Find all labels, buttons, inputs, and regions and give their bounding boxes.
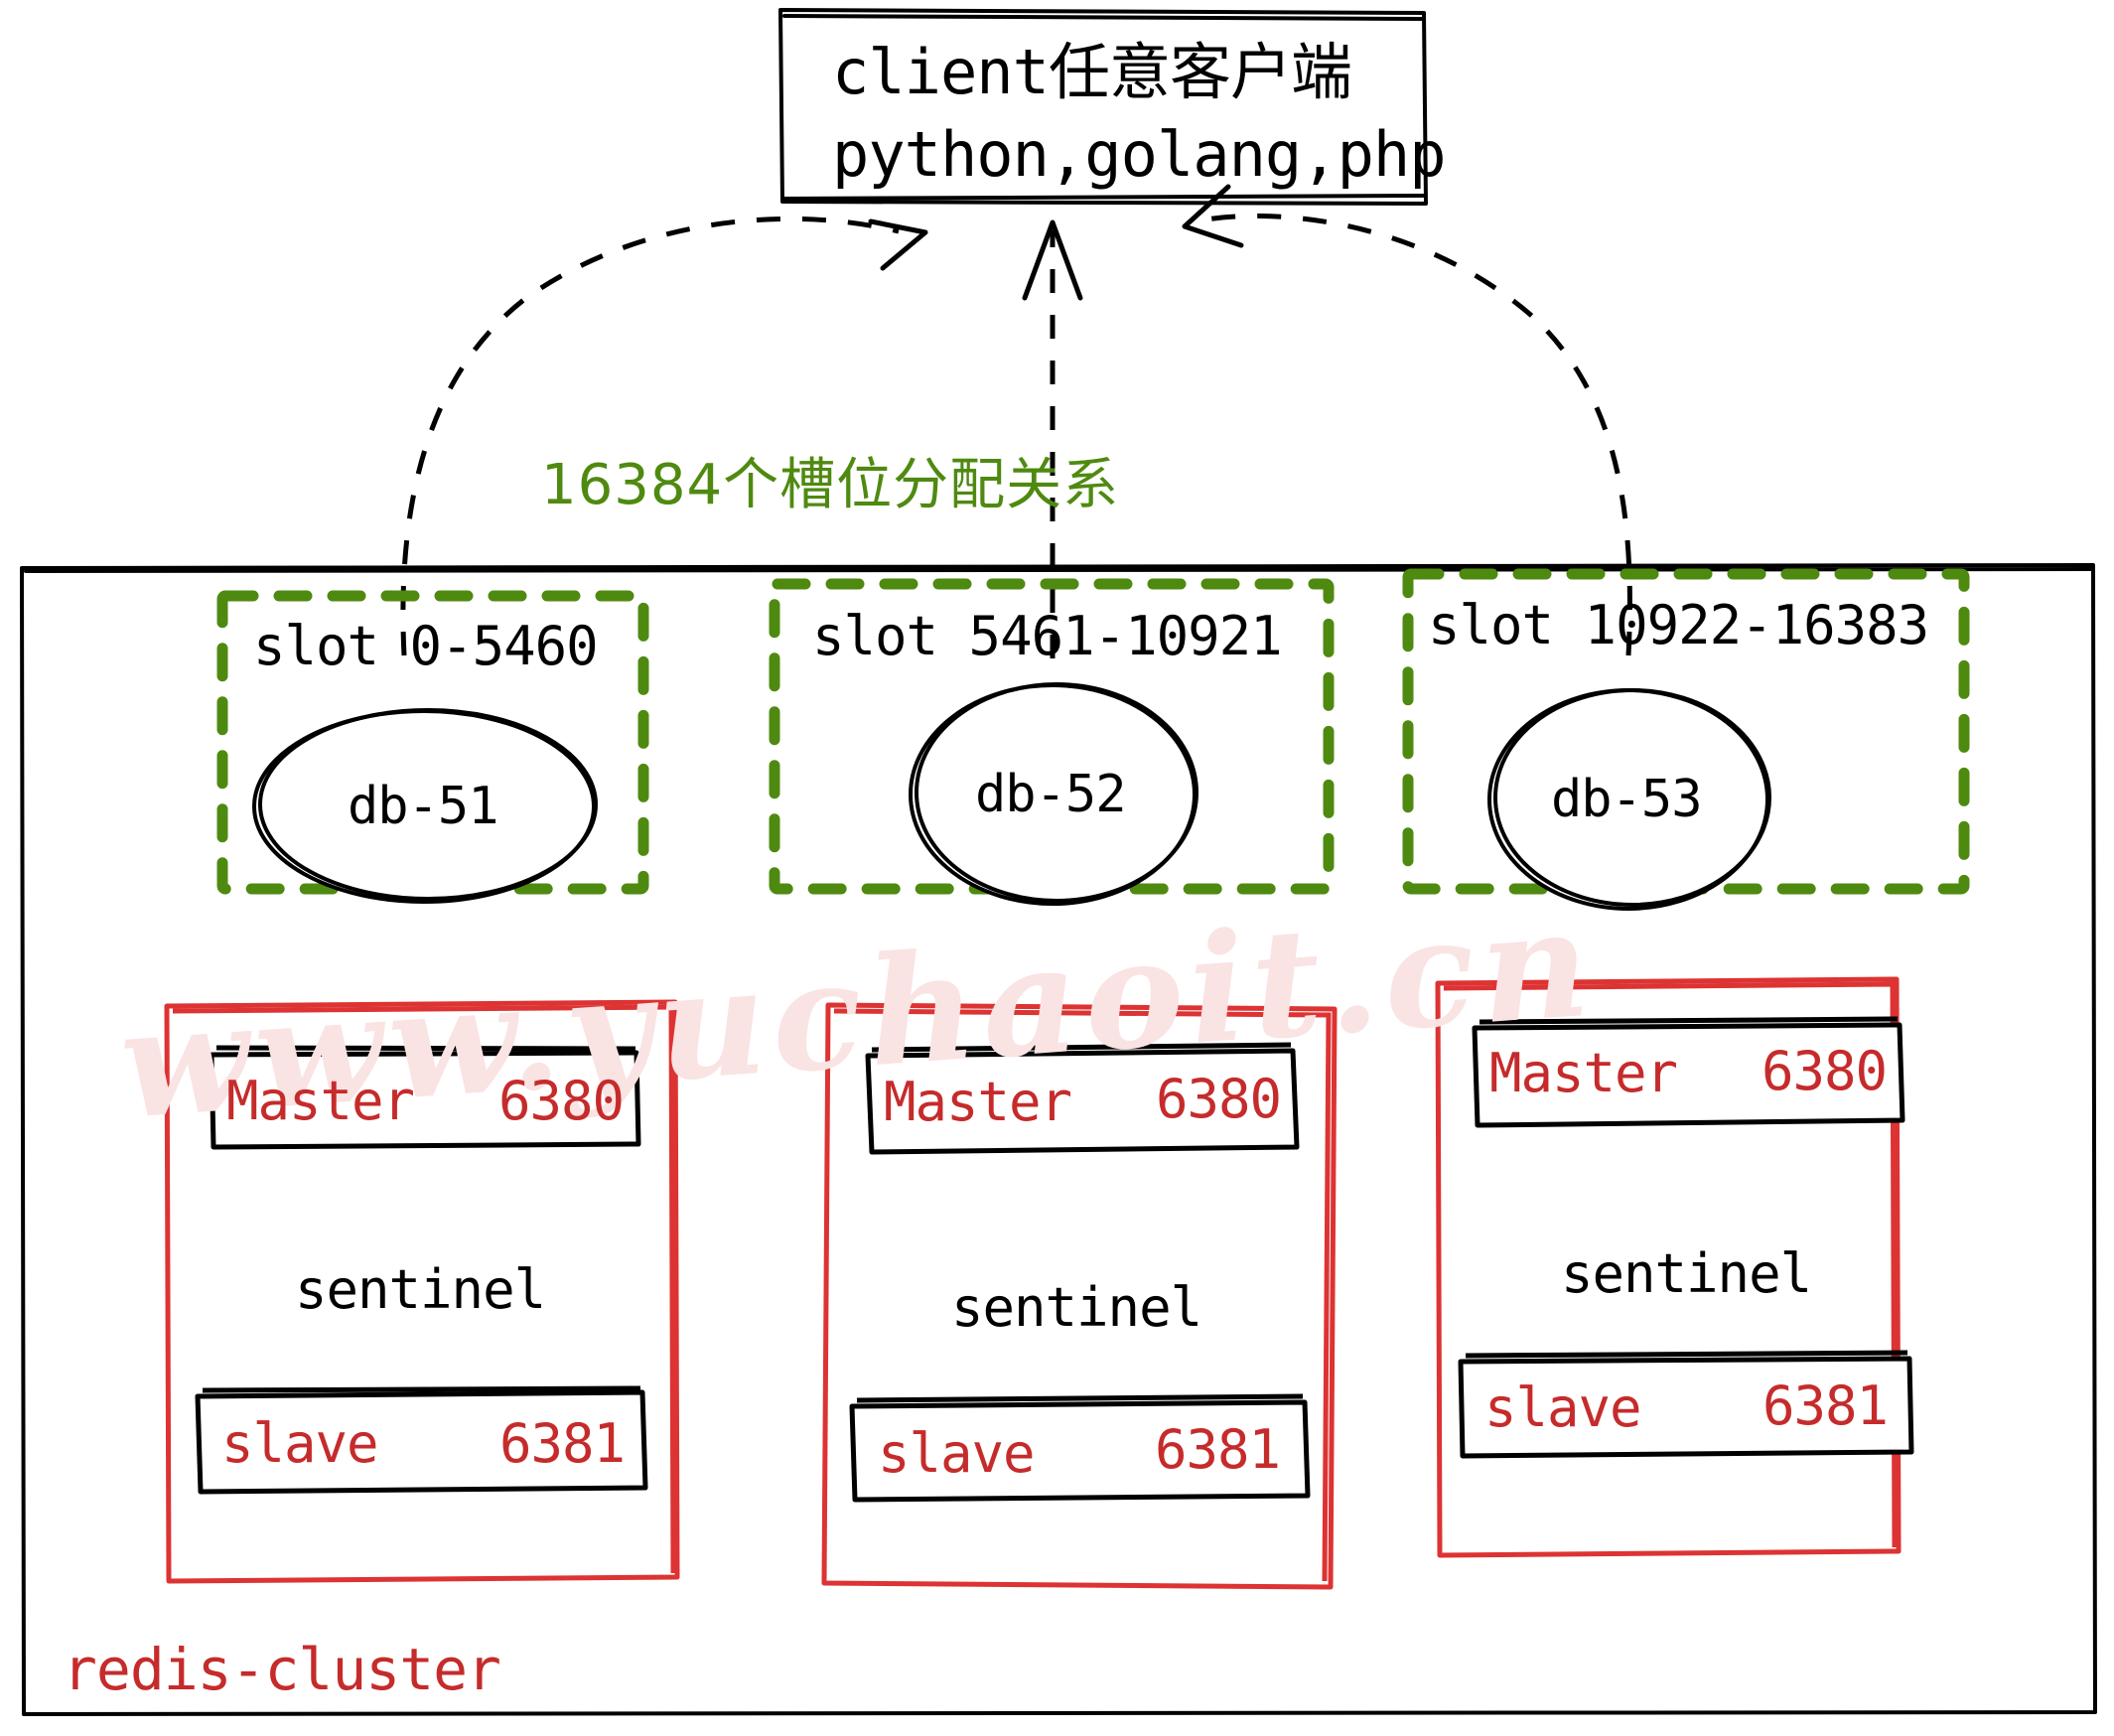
slave-box-2-sketch <box>856 1393 1304 1403</box>
db-node-label-3: db-53 <box>1551 770 1703 829</box>
arrow-head-right <box>1182 184 1244 248</box>
node-group-box-3 <box>1435 976 1902 1558</box>
db-ellipse-1-sketch <box>258 708 598 901</box>
arrow-heads <box>868 184 1244 301</box>
slot-title-1: slot 0-5460 <box>253 615 599 677</box>
db-ellipses <box>252 682 1771 911</box>
master-box-3 <box>1472 1022 1905 1128</box>
slave-label-3: slave <box>1484 1376 1642 1439</box>
slave-label-2: slave <box>878 1422 1036 1485</box>
arrow-path-right <box>1205 213 1632 656</box>
client-title-line-2: python,golang,php <box>832 118 1447 191</box>
slave-box-1-sketch <box>202 1385 641 1393</box>
db-node-label-2: db-52 <box>975 765 1127 824</box>
slave-box-3-sketch <box>1465 1350 1908 1359</box>
master-box-2 <box>865 1048 1300 1155</box>
master-port-3: 6380 <box>1762 1040 1888 1102</box>
db-node-label-1: db-51 <box>348 777 499 836</box>
master-label-2: Master <box>884 1071 1072 1133</box>
sentinel-label-1: sentinel <box>295 1258 546 1321</box>
slave-box-3 <box>1458 1356 1914 1459</box>
node-group-box-2 <box>821 1002 1338 1590</box>
node-group-box-2-sketch <box>833 1008 1332 1582</box>
master-label-1: Master <box>226 1070 415 1132</box>
slave-box-2 <box>849 1399 1311 1503</box>
master-port-1: 6380 <box>498 1070 625 1132</box>
master-box-1-sketch <box>215 1045 636 1052</box>
node-group-box-1-sketch <box>172 1004 676 1574</box>
slave-port-3: 6381 <box>1762 1374 1889 1437</box>
slave-box-1 <box>195 1389 648 1495</box>
cluster-caption: redis-cluster <box>63 1636 501 1703</box>
master-port-2: 6380 <box>1156 1068 1282 1130</box>
db-ellipse-3-sketch <box>1493 688 1771 907</box>
slot-title-2: slot 5461-10921 <box>812 605 1283 667</box>
node-group-boxes <box>164 976 1902 1590</box>
sentinel-label-2: sentinel <box>951 1276 1202 1339</box>
arrow-head-middle <box>1022 219 1083 301</box>
master-box-1 <box>209 1050 641 1150</box>
client-title-line-1: client任意客户端 <box>832 36 1352 108</box>
arrow-head-left <box>868 218 928 271</box>
slot-relation-annotation: 16384个槽位分配关系 <box>541 453 1120 517</box>
role-boxes <box>195 1016 1914 1503</box>
sentinel-label-3: sentinel <box>1561 1242 1812 1305</box>
db-ellipse-2-sketch <box>915 682 1198 903</box>
master-box-3-sketch <box>1479 1016 1899 1025</box>
client-box <box>778 8 1428 206</box>
slave-port-1: 6381 <box>499 1412 626 1475</box>
slave-label-1: slave <box>221 1412 379 1475</box>
slave-port-2: 6381 <box>1155 1418 1281 1481</box>
master-label-3: Master <box>1489 1042 1678 1104</box>
node-group-box-1 <box>164 999 680 1584</box>
arrow-path-left <box>400 216 900 656</box>
master-box-2-sketch <box>871 1042 1292 1053</box>
slot-title-3: slot 10922-16383 <box>1428 594 1929 656</box>
slot-to-client-arrows <box>400 213 1632 658</box>
